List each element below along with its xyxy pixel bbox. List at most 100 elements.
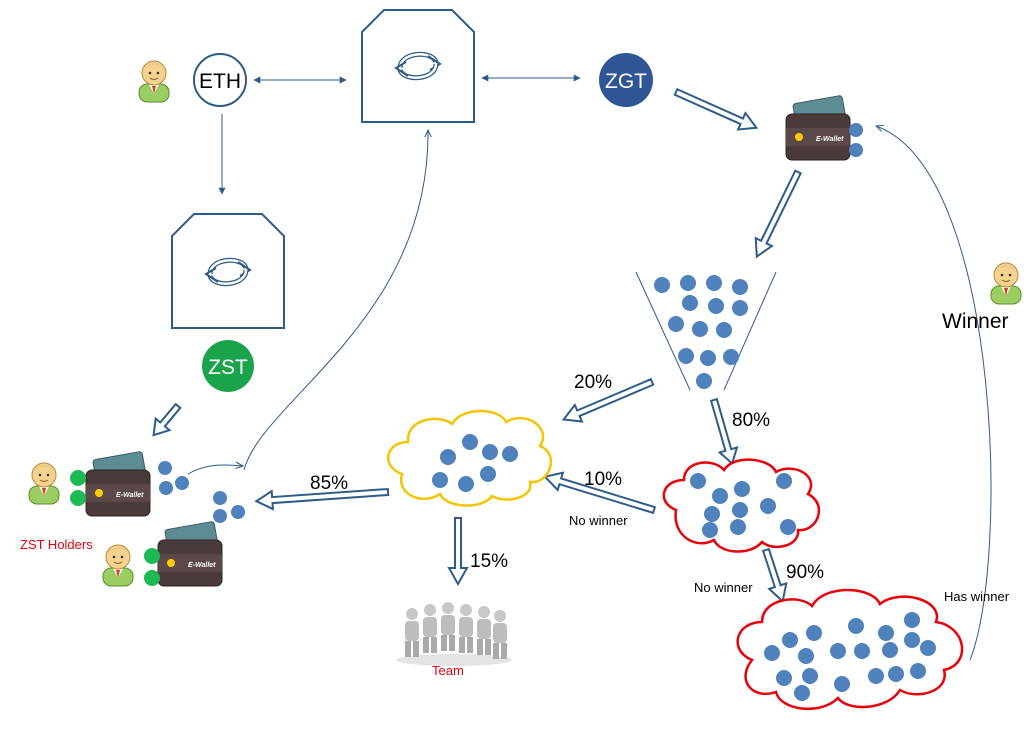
wallet-label: E-Wallet	[116, 492, 144, 499]
token-dot	[712, 488, 728, 504]
red-90-arrow	[761, 547, 788, 604]
token-dot	[732, 279, 748, 295]
exchange-box-top	[361, 9, 475, 123]
token-dot	[680, 275, 696, 291]
holder-dots-curve	[187, 465, 243, 475]
yellow-85-arrow	[254, 487, 390, 511]
zst-to-wallet-arrow	[152, 402, 182, 437]
token-dot	[806, 625, 822, 641]
has-winner-label: Has winner	[944, 589, 1010, 604]
funnel-dots	[654, 275, 748, 389]
token-dot	[654, 277, 670, 293]
zst-label: ZST	[208, 356, 248, 379]
token-dot	[704, 506, 720, 522]
percent-80: 80%	[732, 410, 770, 431]
token-dot	[910, 663, 926, 679]
token-dot	[730, 519, 746, 535]
zgt-token: ZGT	[599, 53, 653, 107]
token-dot	[668, 316, 684, 332]
token-dot	[716, 322, 732, 338]
winner-return-curve	[876, 126, 992, 661]
funnel-20-arrow	[561, 377, 655, 423]
holders-to-exchange-curve	[243, 130, 428, 471]
wallet-holder-1: E-Wallet	[85, 450, 151, 517]
wallet-label: E-Wallet	[816, 136, 844, 143]
token-dot	[462, 434, 478, 450]
wallet-to-funnel-arrow	[754, 169, 803, 259]
funnel	[635, 271, 777, 391]
token-dot	[798, 648, 814, 664]
yellow-cloud	[386, 409, 552, 507]
token-dot	[760, 498, 776, 514]
winner-label: Winner	[942, 310, 1009, 333]
token-dot	[888, 666, 904, 682]
user-eth-avatar	[138, 60, 170, 103]
zgt-to-wallet-arrow	[673, 87, 759, 131]
winner-avatar	[990, 262, 1022, 305]
wallet-holder-2: E-Wallet	[157, 520, 223, 587]
token-dot	[868, 668, 884, 684]
token-dot	[776, 473, 792, 489]
token-dot	[690, 473, 706, 489]
token-dot	[723, 349, 739, 365]
token-dot	[440, 449, 456, 465]
holder-coins	[70, 461, 245, 586]
exchange-box-left	[171, 213, 285, 329]
token-dot	[904, 632, 920, 648]
token-dot	[878, 625, 894, 641]
team-label: Team	[432, 663, 464, 678]
token-dot	[702, 522, 718, 538]
token-dot	[854, 643, 870, 659]
token-dot	[848, 618, 864, 634]
token-dot	[782, 632, 798, 648]
yellow-cloud-dots	[432, 434, 518, 492]
token-dot	[678, 348, 694, 364]
percent-90: 90%	[786, 562, 824, 583]
team-icon	[396, 602, 512, 666]
funnel-80-arrow	[709, 397, 739, 466]
token-dot	[732, 502, 748, 518]
token-dot	[432, 472, 448, 488]
red-cloud-large-dots	[764, 612, 936, 701]
token-dot	[834, 676, 850, 692]
token-dot	[904, 612, 920, 628]
token-dot	[692, 321, 708, 337]
no-winner-label-2: No winner	[694, 580, 753, 595]
token-dot	[708, 298, 724, 314]
percent-85: 85%	[310, 473, 348, 494]
token-dot	[700, 350, 716, 366]
eth-label: ETH	[199, 70, 241, 93]
no-winner-label-1: No winner	[569, 513, 628, 528]
token-dot	[458, 476, 474, 492]
red-cloud-small-dots	[690, 473, 796, 538]
token-dot	[682, 295, 698, 311]
token-dot	[780, 519, 796, 535]
token-dot	[794, 685, 810, 701]
token-dot	[734, 481, 750, 497]
token-dot	[502, 446, 518, 462]
holder-avatar-2	[102, 544, 134, 587]
wallet-top-right: E-Wallet	[785, 94, 863, 161]
zgt-label: ZGT	[605, 70, 647, 93]
token-dot	[732, 300, 748, 316]
token-dot	[830, 643, 846, 659]
token-dot	[482, 444, 498, 460]
yellow-15-arrow	[447, 517, 469, 587]
red-10-arrow	[543, 471, 657, 515]
holder-avatar-1	[28, 462, 60, 505]
percent-15: 15%	[470, 551, 508, 572]
token-dot	[696, 373, 712, 389]
token-dot	[706, 275, 722, 291]
percent-10: 10%	[584, 469, 622, 490]
percent-20: 20%	[574, 372, 612, 393]
token-dot	[776, 670, 792, 686]
token-dot	[764, 645, 780, 661]
zst-holders-label: ZST Holders	[20, 537, 93, 552]
zst-token: ZST	[202, 340, 254, 392]
wallet-label: E-Wallet	[188, 562, 216, 569]
token-dot	[480, 466, 496, 482]
token-dot	[920, 640, 936, 656]
token-dot	[802, 668, 818, 684]
token-dot	[882, 642, 898, 658]
